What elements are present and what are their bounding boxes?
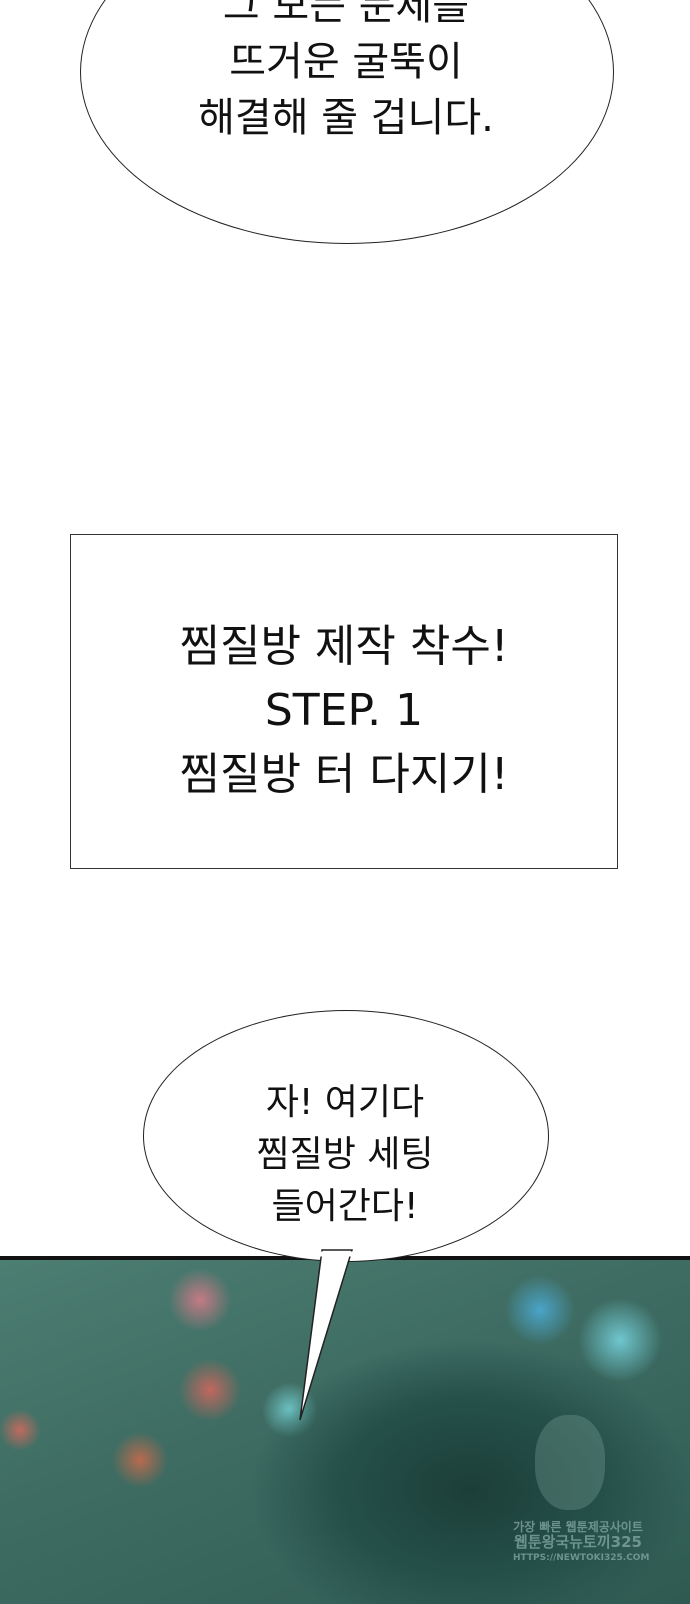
watermark: 가장 빠른 웹툰제공사이트 웹툰왕국뉴토끼325 HTTPS://NEWTOKI… [513, 1520, 650, 1565]
caption-box [70, 534, 618, 869]
caption-line: STEP. 1 [264, 685, 424, 736]
caption-box-text: 찜질방 제작 착수! STEP. 1 찜질방 터 다지기! [70, 615, 618, 807]
watermark-line2: 웹툰왕국뉴토끼325 [514, 1533, 642, 1551]
caption-line: 찜질방 제작 착수! [179, 621, 509, 672]
bubble-line: 자! 여기다 [265, 1082, 425, 1123]
bubble-line: 그 모든 문제를 [222, 0, 470, 29]
watermark-url: HTTPS://NEWTOKI325.COM [513, 1553, 650, 1563]
bubble-line: 해결해 줄 겁니다. [198, 95, 494, 141]
bubble-line: 찜질방 세팅 [256, 1134, 434, 1175]
watermark-line1: 가장 빠른 웹툰제공사이트 [513, 1520, 643, 1534]
bubble-line: 들어간다! [271, 1186, 419, 1227]
caption-line: 찜질방 터 다지기! [179, 749, 509, 800]
bubble-line: 뜨거운 굴뚝이 [229, 39, 463, 85]
speech-bubble-bottom-text: 자! 여기다 찜질방 세팅 들어간다! [143, 1077, 547, 1233]
watermark-mascot-icon [535, 1415, 605, 1510]
speech-bubble-bottom [143, 1010, 549, 1262]
speech-bubble-top-text: 그 모든 문제를 뜨거운 굴뚝이 해결해 줄 겁니다. [80, 0, 612, 146]
